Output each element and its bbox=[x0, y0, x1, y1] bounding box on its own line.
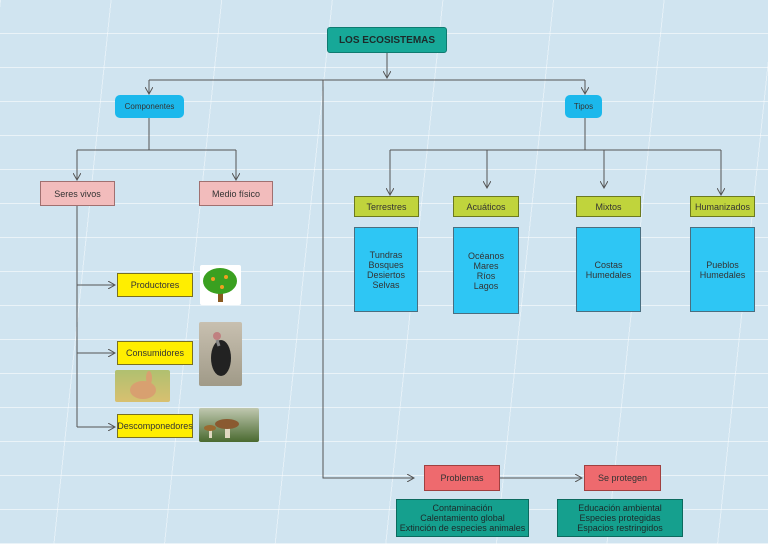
list-item: Extinción de especies animales bbox=[399, 523, 526, 533]
list-item: Contaminación bbox=[432, 503, 493, 513]
type-humanizados: Humanizados bbox=[690, 196, 755, 217]
vulture-image bbox=[199, 322, 242, 386]
list-item: Bosques bbox=[368, 259, 404, 270]
tipos-node: Tipos bbox=[565, 95, 602, 118]
list-item: Mares bbox=[473, 260, 499, 271]
list-item: Pueblos bbox=[706, 259, 739, 270]
medio-fisico-node: Medio físico bbox=[199, 181, 273, 206]
list-item: Lagos bbox=[473, 280, 499, 291]
type-terrestres: Terrestres bbox=[354, 196, 419, 217]
consumidores-node: Consumidores bbox=[117, 341, 193, 365]
componentes-node: Componentes bbox=[115, 95, 184, 118]
title-box: LOS ECOSISTEMAS bbox=[327, 27, 447, 53]
list-item: Humedales bbox=[585, 269, 632, 280]
list-item: Ríos bbox=[476, 270, 496, 281]
list-item: Costas bbox=[594, 259, 623, 270]
seres-vivos-node: Seres vivos bbox=[40, 181, 115, 206]
tree-image bbox=[200, 265, 241, 305]
list-item: Espacios restringidos bbox=[577, 523, 663, 533]
se-protegen-node: Se protegen bbox=[584, 465, 661, 491]
productores-node: Productores bbox=[117, 273, 193, 297]
list-item: Tundras bbox=[369, 249, 403, 260]
list-item: Calentamiento global bbox=[420, 513, 505, 523]
list-item: Humedales bbox=[699, 269, 746, 280]
rabbit-image bbox=[115, 370, 170, 402]
list-item: Selvas bbox=[372, 279, 400, 290]
mushrooms-image bbox=[199, 408, 259, 442]
type-acuaticos: Acuáticos bbox=[453, 196, 519, 217]
list-item: Desiertos bbox=[366, 269, 405, 280]
problemas-node: Problemas bbox=[424, 465, 500, 491]
list-item: Educación ambiental bbox=[578, 503, 662, 513]
type-mixtos: Mixtos bbox=[576, 196, 641, 217]
descomponedores-node: Descomponedores bbox=[117, 414, 193, 438]
list-item: Océanos bbox=[467, 250, 505, 261]
list-item: Especies protegidas bbox=[579, 513, 661, 523]
